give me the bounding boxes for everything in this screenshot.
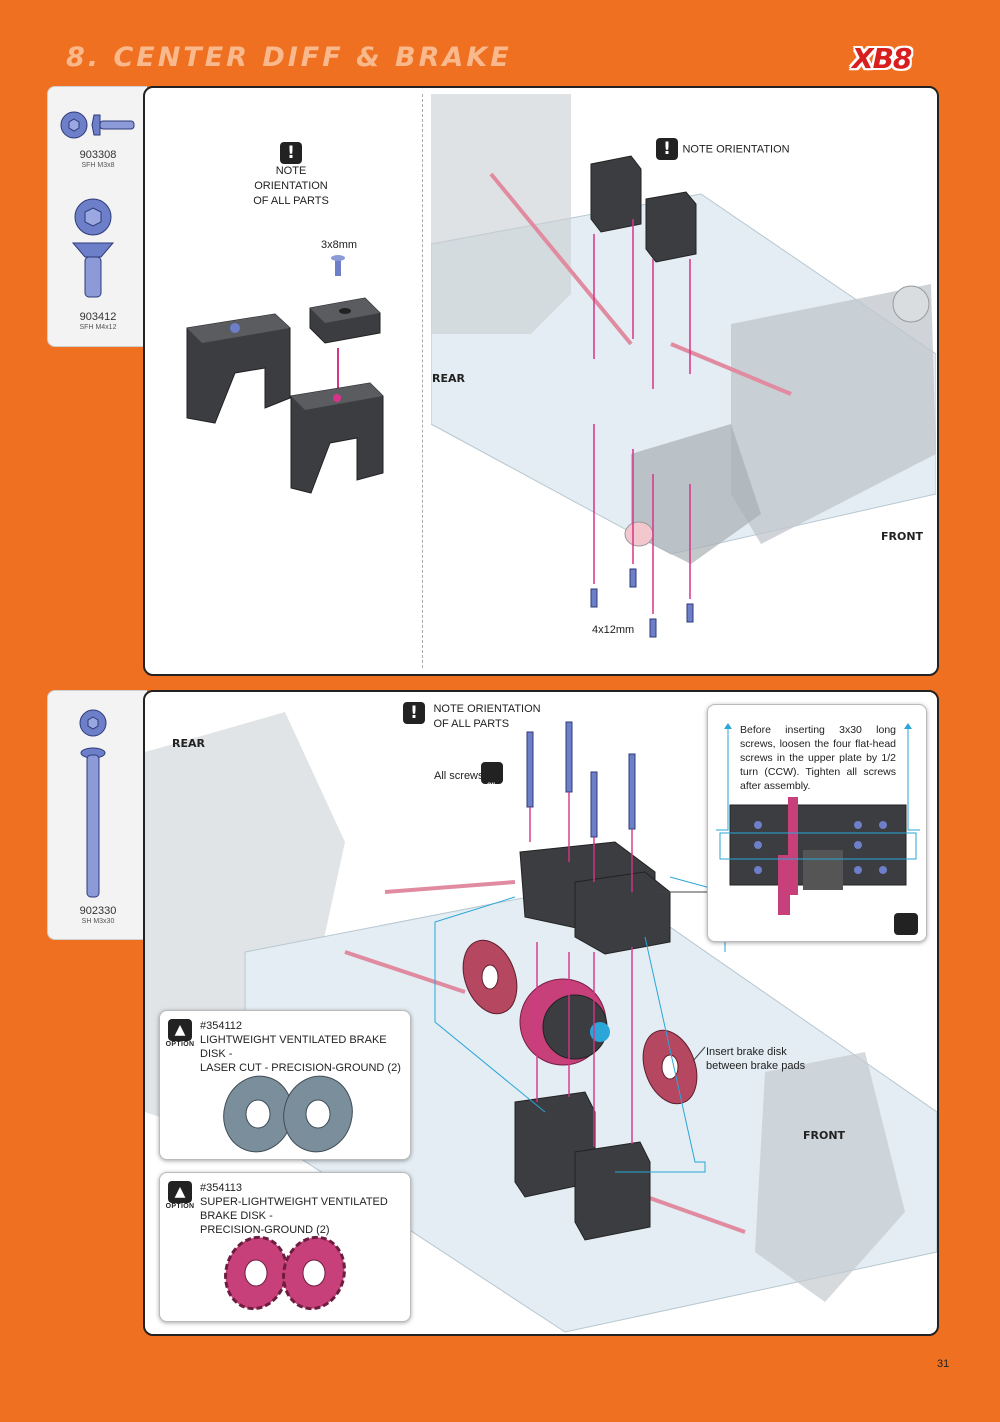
- option-text: #354113 SUPER-LIGHTWEIGHT VENTILATED BRA…: [200, 1182, 388, 1236]
- front-label: FRONT: [881, 530, 924, 543]
- detail-callout: Before inserting 3x30 long screws, loose…: [707, 704, 927, 942]
- detail-text: Before inserting 3x30 long screws, loose…: [740, 724, 896, 792]
- screw-size-label-large: 4x12mm: [592, 624, 635, 636]
- note-orientation-right: ! NOTE ORIENTATION: [656, 138, 790, 160]
- option-text: #354112 LIGHTWEIGHT VENTILATED BRAKE DIS…: [200, 1020, 401, 1074]
- option-card-354112: ▲ OPTION #354112 LIGHTWEIGHT VENTILATED …: [159, 1010, 411, 1160]
- note-orientation-left: ! NOTE ORIENTATION OF ALL PARTS: [253, 142, 329, 207]
- warning-icon: !: [656, 138, 678, 160]
- rear-label: REAR: [172, 737, 205, 750]
- hardware-spec: SH M3x30: [81, 918, 115, 925]
- chassis-illustration-step1: [431, 94, 936, 638]
- sfh-m3x8-screw-icon: [60, 111, 135, 139]
- detail-icon: DETAIL: [894, 913, 918, 941]
- note-orientation-step2: ! NOTE ORIENTATION OF ALL PARTS: [403, 702, 541, 732]
- detail-assembly-illustration: [716, 723, 920, 915]
- insert-brake-disk-note: Insert brake disk between brake pads: [706, 1046, 806, 1072]
- hardware-code: 903308: [79, 149, 117, 161]
- option-tag: ▲ OPTION: [164, 1019, 196, 1048]
- warning-icon: !: [403, 702, 425, 724]
- panel-divider: [422, 94, 423, 668]
- warning-icon: !: [280, 142, 302, 164]
- rear-label: REAR: [432, 372, 465, 385]
- front-label: FRONT: [803, 1129, 846, 1142]
- hardware-code: 902330: [79, 905, 117, 917]
- super-lightweight-brake-disk-image: [224, 1235, 346, 1311]
- oil-icon: OIL: [481, 762, 503, 789]
- option-tag: ▲ OPTION: [164, 1181, 196, 1210]
- page-number: 31: [937, 1358, 950, 1370]
- hardware-spec: SFH M3x8: [81, 162, 115, 169]
- all-screws-label: All screws: [434, 770, 484, 782]
- hardware-sidebar-step2: 902330 SH M3x30: [47, 690, 147, 940]
- diff-mount-parts-illustration: [186, 255, 384, 494]
- page-title: 8. CENTER DIFF & BRAKE: [66, 42, 512, 73]
- hardware-sidebar-step1: 903308 SFH M3x8 903412 SFH M4x12: [47, 86, 147, 347]
- option-card-354113: ▲ OPTION #354113 SUPER-LIGHTWEIGHT VENTI…: [159, 1172, 411, 1322]
- step1-panel: ! NOTE ORIENTATION OF ALL PARTS 3x8mm ! …: [143, 86, 939, 676]
- hardware-spec: SFH M4x12: [79, 324, 117, 331]
- xb8-logo: XB8: [852, 42, 912, 75]
- thumbs-up-icon: ▲: [168, 1181, 192, 1203]
- ventilated-brake-disk-image: [223, 1075, 353, 1153]
- screw-size-label: 3x8mm: [321, 239, 358, 251]
- step2-panel: REAR ! NOTE ORIENTATION OF ALL PARTS All…: [143, 690, 939, 1336]
- sfh-m4x12-screw-icon: [71, 198, 115, 298]
- thumbs-up-icon: ▲: [168, 1019, 192, 1041]
- sh-m3x30-screw-icon: [79, 709, 107, 898]
- hardware-code: 903412: [79, 311, 117, 323]
